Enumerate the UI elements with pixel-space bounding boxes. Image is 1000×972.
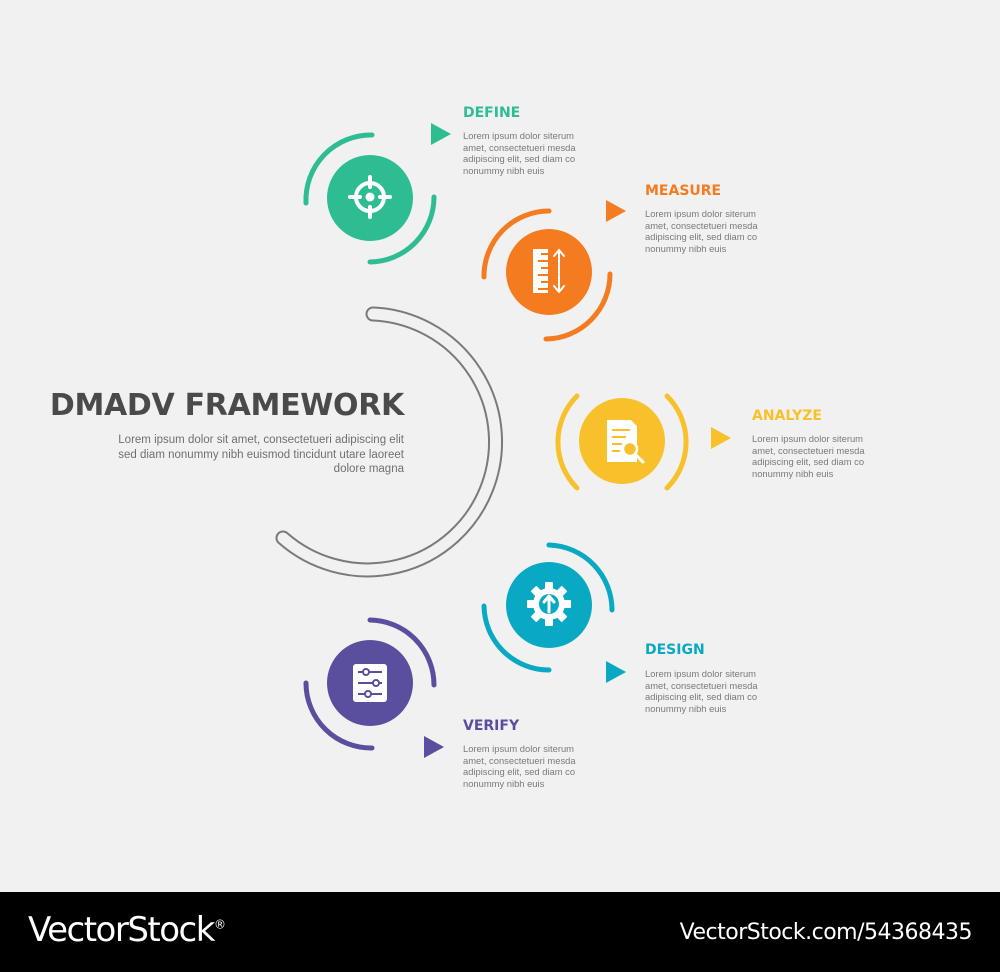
image-id: VectorStock.com/54368435: [679, 920, 973, 945]
watermark-footer: VectorStock® VectorStock.com/54368435: [0, 892, 1000, 972]
define-ring-arc-bottom: [367, 194, 437, 265]
analyze-ring-arc-left: [555, 393, 580, 491]
design-arrow: [606, 661, 626, 683]
step-analyze-text: Lorem ipsum dolor siterum amet, consecte…: [752, 433, 865, 479]
step-verify-title: VERIFY: [463, 718, 520, 734]
central-arc: [275, 306, 504, 578]
step-measure-title: MEASURE: [645, 183, 722, 199]
step-analyze-graphic: [555, 393, 731, 491]
analyze-ring-arc-right: [664, 393, 689, 491]
design-ring-arc-top: [546, 542, 615, 613]
step-define-graphic: [303, 123, 451, 265]
measure-ring-arc-top: [481, 208, 552, 280]
verify-arrow: [424, 736, 444, 758]
measure-ring-arc-bottom: [543, 271, 613, 342]
vectorstock-logo: VectorStock®: [28, 910, 226, 950]
verify-ring-arc-bottom: [303, 680, 375, 751]
step-design-graphic: [481, 542, 626, 683]
define-ring-arc-top: [303, 132, 375, 206]
measure-arrow: [606, 200, 626, 222]
design-ring-arc-bottom: [481, 603, 552, 673]
step-define-title: DEFINE: [463, 105, 521, 121]
step-define-text: Lorem ipsum dolor siterum amet, consecte…: [463, 130, 576, 176]
framework-description: Lorem ipsum dolor sit amet, consectetuer…: [118, 434, 404, 475]
step-verify-graphic: [303, 617, 444, 758]
step-design-title: DESIGN: [645, 642, 705, 658]
step-measure-graphic: [481, 200, 626, 342]
diagram-graphics: [275, 123, 731, 758]
step-verify-text: Lorem ipsum dolor siterum amet, consecte…: [463, 743, 576, 789]
analyze-arrow: [711, 427, 731, 449]
document-search-icon: [607, 420, 645, 464]
step-design-text: Lorem ipsum dolor siterum amet, consecte…: [645, 668, 758, 714]
measure-circle: [506, 229, 592, 315]
step-analyze-title: ANALYZE: [752, 408, 822, 424]
ruler-icon: [533, 248, 565, 294]
infographic-canvas: DMADV FRAMEWORK Lorem ipsum dolor sit am…: [49, 105, 865, 789]
gear-arrow-icon: [527, 582, 571, 626]
step-measure-text: Lorem ipsum dolor siterum amet, consecte…: [645, 208, 758, 254]
framework-title: DMADV FRAMEWORK: [49, 388, 404, 423]
define-arrow: [431, 123, 451, 145]
registered-mark: ®: [213, 917, 226, 932]
checklist-sliders-icon: [353, 664, 387, 702]
brand-name: VectorStock: [28, 910, 215, 950]
verify-ring-arc-top: [367, 617, 437, 688]
target-icon: [348, 175, 392, 219]
